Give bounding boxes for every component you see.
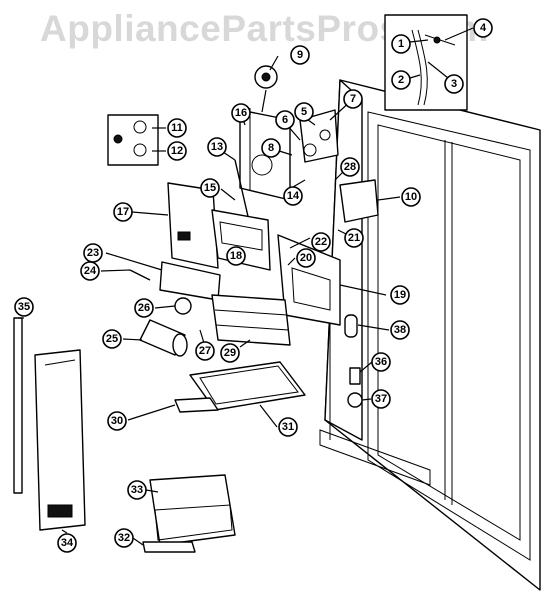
- gasket-strip-part: [13, 317, 23, 494]
- strip-part: [174, 397, 219, 413]
- svg-text:32: 32: [118, 532, 130, 544]
- svg-text:26: 26: [138, 302, 150, 314]
- svg-text:17: 17: [117, 206, 129, 218]
- callout-4: 4: [473, 18, 493, 38]
- callout-19: 19: [390, 285, 410, 305]
- callout-14: 14: [283, 186, 303, 206]
- callout-18: 18: [226, 246, 246, 266]
- ice-maker-inset: [384, 14, 468, 111]
- trim-part: [142, 541, 196, 553]
- callout-5: 5: [294, 102, 314, 122]
- callout-37: 37: [371, 389, 391, 409]
- callout-2: 2: [391, 70, 411, 90]
- callout-25: 25: [102, 329, 122, 349]
- svg-text:13: 13: [211, 141, 223, 153]
- svg-text:23: 23: [87, 247, 99, 259]
- callout-16: 16: [231, 103, 251, 123]
- svg-text:38: 38: [394, 324, 406, 336]
- callout-26: 26: [134, 298, 154, 318]
- callout-33: 33: [127, 480, 147, 500]
- svg-text:29: 29: [224, 347, 236, 359]
- svg-text:15: 15: [204, 182, 216, 194]
- svg-text:10: 10: [405, 191, 417, 203]
- callout-27: 27: [195, 341, 215, 361]
- svg-text:20: 20: [300, 252, 312, 264]
- callout-32: 32: [114, 528, 134, 548]
- svg-text:9: 9: [297, 49, 303, 61]
- svg-text:34: 34: [61, 537, 74, 549]
- callout-3: 3: [444, 74, 464, 94]
- fastener-inset: [107, 114, 159, 166]
- svg-text:27: 27: [199, 345, 211, 357]
- callout-11: 11: [167, 118, 187, 138]
- callout-29: 29: [220, 343, 240, 363]
- callout-22: 22: [311, 232, 331, 252]
- svg-text:31: 31: [282, 421, 294, 433]
- callout-21: 21: [344, 228, 364, 248]
- svg-text:7: 7: [350, 93, 356, 105]
- callout-7: 7: [343, 89, 363, 109]
- svg-text:18: 18: [230, 250, 242, 262]
- mounting-frame-part: [277, 234, 341, 326]
- motor-assembly-part: [299, 109, 339, 163]
- svg-text:3: 3: [451, 78, 457, 90]
- svg-text:36: 36: [375, 356, 387, 368]
- callout-13: 13: [207, 137, 227, 157]
- svg-text:5: 5: [301, 106, 307, 118]
- front-cover-part: [167, 182, 219, 269]
- svg-text:11: 11: [171, 122, 183, 134]
- svg-text:33: 33: [131, 484, 143, 496]
- svg-text:21: 21: [348, 232, 360, 244]
- callout-6: 6: [275, 110, 295, 130]
- callout-9: 9: [290, 45, 310, 65]
- ice-bucket-part: [149, 474, 236, 546]
- callout-23: 23: [83, 243, 103, 263]
- svg-text:14: 14: [287, 190, 300, 202]
- svg-text:8: 8: [268, 142, 274, 154]
- bracket-part: [339, 179, 379, 223]
- svg-text:4: 4: [480, 22, 487, 34]
- callout-28: 28: [340, 157, 360, 177]
- callout-1: 1: [391, 34, 411, 54]
- rod-part: [234, 159, 251, 226]
- callout-12: 12: [167, 141, 187, 161]
- svg-text:12: 12: [171, 145, 183, 157]
- svg-text:16: 16: [235, 107, 247, 119]
- svg-text:28: 28: [344, 161, 356, 173]
- svg-text:30: 30: [111, 415, 123, 427]
- coupler-part: [174, 297, 192, 315]
- plate-part: [159, 261, 221, 301]
- svg-text:22: 22: [315, 236, 327, 248]
- callout-31: 31: [278, 417, 298, 437]
- svg-text:2: 2: [398, 74, 404, 86]
- fan-part: [254, 65, 278, 113]
- wire-shelf-part: [211, 294, 291, 346]
- callout-36: 36: [371, 352, 391, 372]
- callout-38: 38: [390, 320, 410, 340]
- svg-text:19: 19: [394, 289, 406, 301]
- callout-17: 17: [113, 202, 133, 222]
- svg-text:25: 25: [106, 333, 118, 345]
- callout-30: 30: [107, 411, 127, 431]
- callout-8: 8: [261, 138, 281, 158]
- svg-text:37: 37: [375, 393, 387, 405]
- side-panel-part: [34, 349, 86, 531]
- callout-24: 24: [80, 261, 100, 281]
- callout-10: 10: [401, 187, 421, 207]
- callout-20: 20: [296, 248, 316, 268]
- svg-text:24: 24: [84, 265, 97, 277]
- callout-34: 34: [57, 533, 77, 553]
- callout-35: 35: [14, 297, 34, 317]
- svg-text:6: 6: [282, 114, 288, 126]
- svg-text:35: 35: [18, 301, 30, 313]
- callout-15: 15: [200, 178, 220, 198]
- screw-part: [129, 269, 151, 281]
- auger-motor-part: [139, 319, 188, 357]
- svg-text:1: 1: [398, 38, 404, 50]
